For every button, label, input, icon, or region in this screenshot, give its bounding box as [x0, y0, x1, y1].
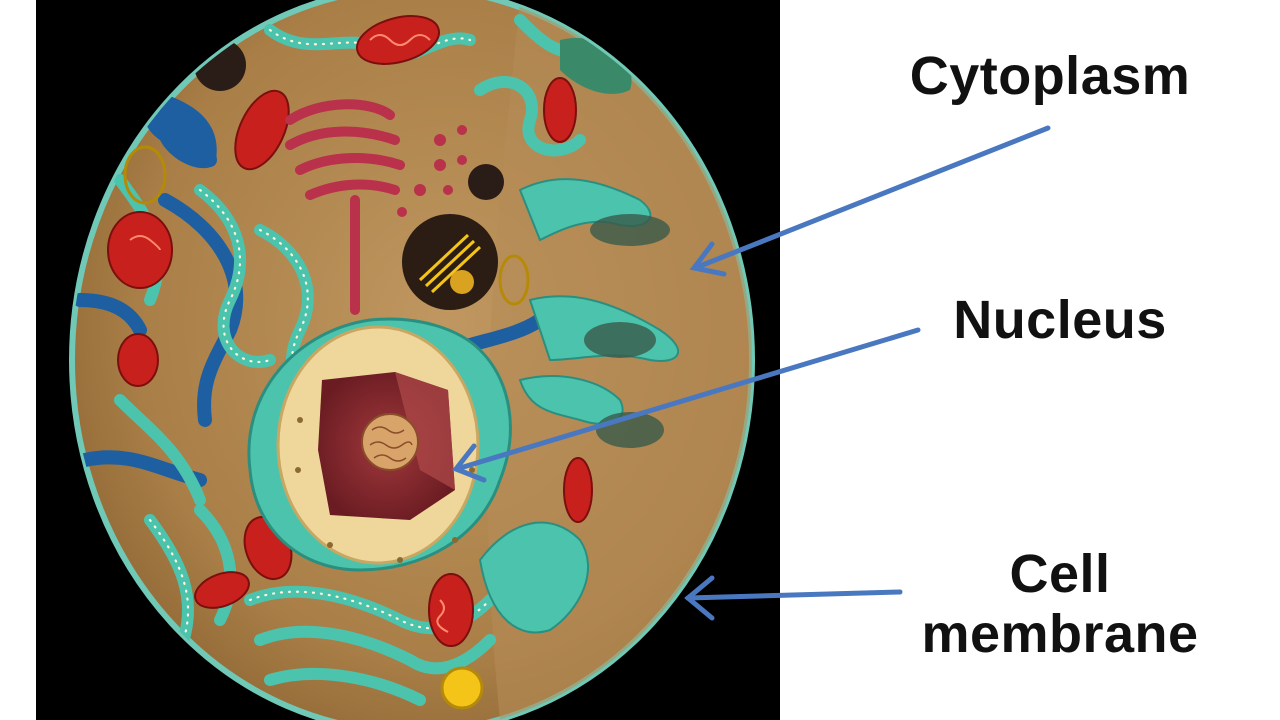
- nuclear-pores: [295, 417, 475, 563]
- yellow-vesicles: [123, 145, 530, 710]
- arrow-cell-membrane: [684, 575, 903, 621]
- golgi-vesicles: [397, 125, 467, 217]
- centrioles: [418, 233, 482, 294]
- label-cell-membrane-line1: Cell: [1009, 544, 1111, 604]
- arrow-nucleus: [451, 327, 921, 483]
- arrow-cytoplasm: [689, 125, 1051, 277]
- mito-cristae: [129, 34, 449, 633]
- golgi: [285, 99, 405, 315]
- blue-blob: [142, 90, 217, 169]
- label-cell-membrane: Cell membrane: [880, 544, 1240, 665]
- label-cytoplasm: Cytoplasm: [909, 46, 1191, 106]
- label-cell-membrane-line2: membrane: [921, 604, 1199, 665]
- vacuole: [468, 164, 504, 200]
- label-nucleus: Nucleus: [953, 290, 1167, 350]
